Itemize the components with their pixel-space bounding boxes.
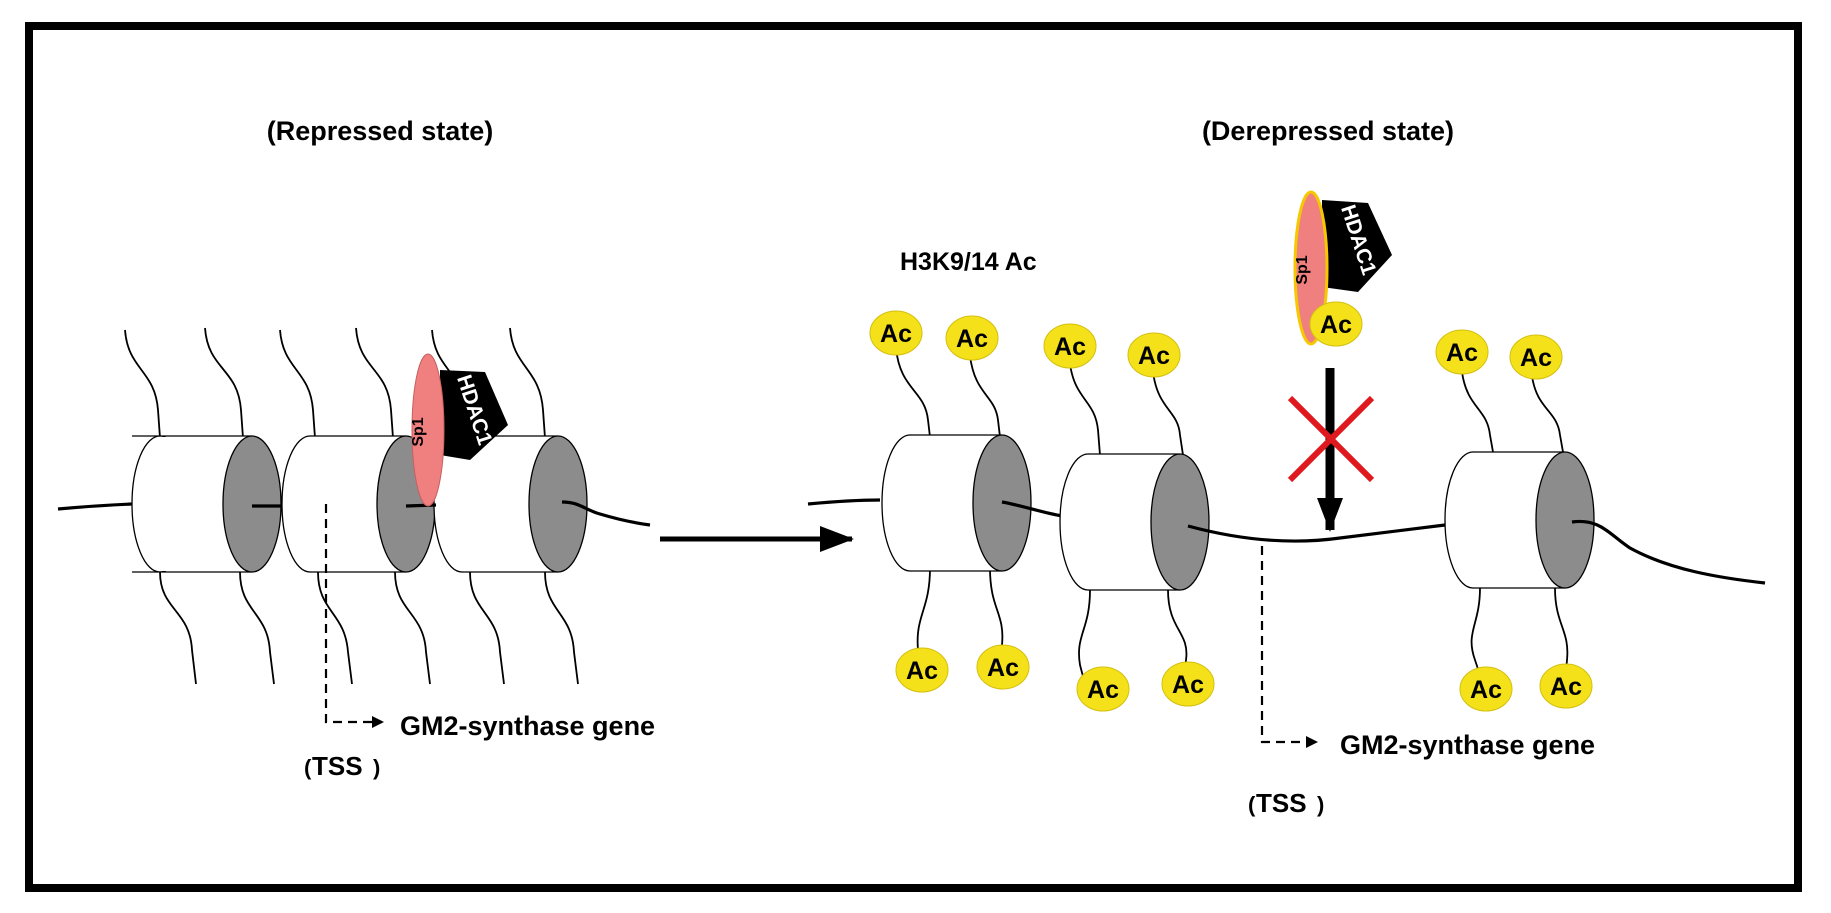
svg-text:Ac: Ac xyxy=(906,657,938,685)
repressed-sp1-label: Sp1 xyxy=(410,417,427,446)
ac-mark: Ac xyxy=(1161,661,1215,707)
svg-text:Ac: Ac xyxy=(1138,342,1170,370)
complex-ac-mark: Ac xyxy=(1309,301,1363,347)
derepressed-mark-label: H3K9/14 Ac xyxy=(900,248,1037,276)
frame-border xyxy=(25,22,1802,892)
ac-mark: Ac xyxy=(1076,666,1130,712)
derepressed-tss-marker xyxy=(1260,546,1318,748)
repressed-gene-label: GM2-synthase gene xyxy=(400,711,655,741)
svg-text:Ac: Ac xyxy=(956,325,988,353)
derepressed-gene-label: GM2-synthase gene xyxy=(1340,730,1595,760)
repressed-sp1-shape xyxy=(411,353,445,507)
svg-text:Ac: Ac xyxy=(1446,339,1478,367)
ac-mark: Ac xyxy=(976,644,1030,690)
derepressed-panel: (Derepressed state) H3K9/14 Ac Ac Ac Ac … xyxy=(807,116,1766,818)
repressed-hdac1-shape xyxy=(440,370,508,460)
derepressed-nucleosome-2 xyxy=(1059,453,1210,591)
ac-mark: Ac xyxy=(1509,334,1563,380)
svg-text:Ac: Ac xyxy=(987,654,1019,682)
svg-text:Ac: Ac xyxy=(1054,333,1086,361)
repressed-tss-paren-close: ) xyxy=(373,755,380,780)
repressed-tss-marker xyxy=(324,504,384,728)
ac-mark: Ac xyxy=(895,647,949,693)
svg-text:Ac: Ac xyxy=(1470,676,1502,704)
repressed-dna xyxy=(57,502,133,511)
ac-mark: Ac xyxy=(869,310,923,356)
derepressed-acetyl-groups: Ac Ac Ac Ac Ac Ac Ac Ac Ac Ac Ac Ac xyxy=(869,310,1593,712)
ac-mark: Ac xyxy=(1127,332,1181,378)
ac-mark: Ac xyxy=(1459,666,1513,712)
repressed-tss-label: TSS xyxy=(312,751,363,781)
derepressed-dna xyxy=(807,498,881,506)
blocked-cross-icon xyxy=(1287,395,1375,483)
repressed-panel: (Repressed state) xyxy=(57,116,655,781)
ac-mark: Ac xyxy=(1435,329,1489,375)
repressed-title: (Repressed state) xyxy=(267,116,494,146)
ac-mark: Ac xyxy=(945,315,999,361)
ac-mark: Ac xyxy=(1539,663,1593,709)
derepressed-hdac1-shape xyxy=(1322,200,1392,292)
repressed-nucleosome-1 xyxy=(131,435,282,573)
derepressed-tss-paren-close: ) xyxy=(1317,792,1324,817)
derepressed-nucleosome-1 xyxy=(881,434,1032,572)
derepressed-title: (Derepressed state) xyxy=(1202,116,1454,146)
repressed-nucleosome-3 xyxy=(433,435,588,573)
derepressed-sp1-hdac1-complex: Sp1 HDAC1 Ac xyxy=(1293,190,1392,347)
svg-text:Ac: Ac xyxy=(880,320,912,348)
repressed-tss-paren-open: ( xyxy=(304,755,312,780)
repressed-sp1-hdac1-complex: Sp1 HDAC1 xyxy=(410,353,508,507)
svg-text:Ac: Ac xyxy=(1087,676,1119,704)
derepressed-tss-paren-open: ( xyxy=(1248,792,1256,817)
svg-text:Ac: Ac xyxy=(1320,311,1352,339)
derepressed-nucleosome-3 xyxy=(1444,451,1595,589)
svg-text:Ac: Ac xyxy=(1172,671,1204,699)
repressed-nucleosome-2 xyxy=(281,435,436,573)
derepressed-sp1-shape xyxy=(1293,190,1329,346)
svg-text:Ac: Ac xyxy=(1520,344,1552,372)
repressed-tails xyxy=(124,327,579,685)
ac-mark: Ac xyxy=(1043,323,1097,369)
derepressed-sp1-label: Sp1 xyxy=(1294,255,1311,284)
svg-text:Ac: Ac xyxy=(1550,673,1582,701)
derepressed-tss-label: TSS xyxy=(1256,788,1307,818)
